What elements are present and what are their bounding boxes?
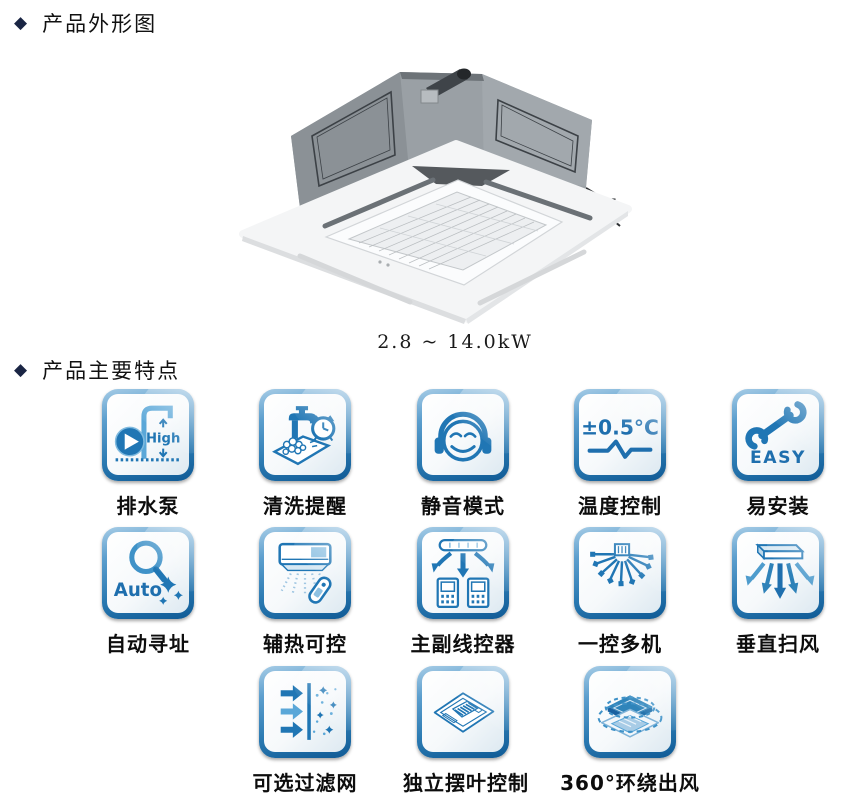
feature-drain-pump: High 排水泵 [88,389,208,519]
diamond-bullet-icon: ◆ [14,12,30,33]
feature-label: 排水泵 [116,494,180,518]
vertical-sweep-icon [745,543,815,599]
feature-clean-reminder: 清洗提醒 [245,389,365,519]
louver-control-icon [433,692,495,733]
clean-reminder-icon [272,406,336,466]
cassette-ac-product-image [239,68,632,324]
feature-louver-control: 独立摆叶控制 [403,666,529,796]
feature-label: 静音模式 [421,494,505,518]
aux-heat-icon [278,542,332,604]
feature-label: 360°环绕出风 [560,771,700,795]
feature-surround-air: 360°环绕出风 [555,666,705,796]
svg-text:Auto: Auto [114,580,162,601]
feature-aux-heat: 辅热可控 [245,527,365,657]
feature-label: 温度控制 [578,494,662,518]
section-header-appearance: ◆ 产品外形图 [14,8,157,38]
surround-air-icon [597,695,663,738]
svg-text:±0.5°C: ±0.5°C [581,416,659,440]
feature-label: 独立摆叶控制 [403,771,529,795]
feature-label: 清洗提醒 [263,494,347,518]
feature-filter: 可选过滤网 [245,666,365,796]
feature-label: 垂直扫风 [736,632,820,656]
feature-quiet-mode: 静音模式 [403,389,523,519]
quiet-mode-icon [434,411,492,462]
svg-text:High: High [146,432,180,447]
filter-icon [280,683,337,740]
feature-wired-controller: 主副线控器 [403,527,523,657]
feature-label: 辅热可控 [263,632,347,656]
temp-control-icon: ±0.5°C [581,416,659,459]
feature-auto-address: Auto 自动寻址 [88,527,208,657]
capacity-range-caption: 2.8 ~ 14.0kW [377,331,533,353]
section-title: 产品外形图 [42,12,158,36]
auto-address-icon: Auto [114,540,183,605]
svg-text:EASY: EASY [750,448,806,468]
feature-label: 一控多机 [578,632,662,656]
feature-temp-control: ±0.5°C 温度控制 [560,389,680,519]
feature-easy-install: EASY 易安装 [718,389,838,519]
feature-label: 易安装 [746,494,810,518]
feature-vertical-sweep: 垂直扫风 [718,527,838,657]
easy-install-icon: EASY [745,400,807,468]
multi-unit-icon [590,543,654,587]
feature-label: 可选过滤网 [252,771,358,795]
feature-multi-unit: 一控多机 [560,527,680,657]
section-header-features: ◆ 产品主要特点 [14,355,180,385]
feature-label: 自动寻址 [106,632,190,656]
feature-label: 主副线控器 [410,632,516,656]
wired-controller-icon [431,538,495,609]
section-title: 产品主要特点 [42,359,181,383]
diamond-bullet-icon: ◆ [14,359,30,380]
drain-pump-icon: High [114,405,181,462]
